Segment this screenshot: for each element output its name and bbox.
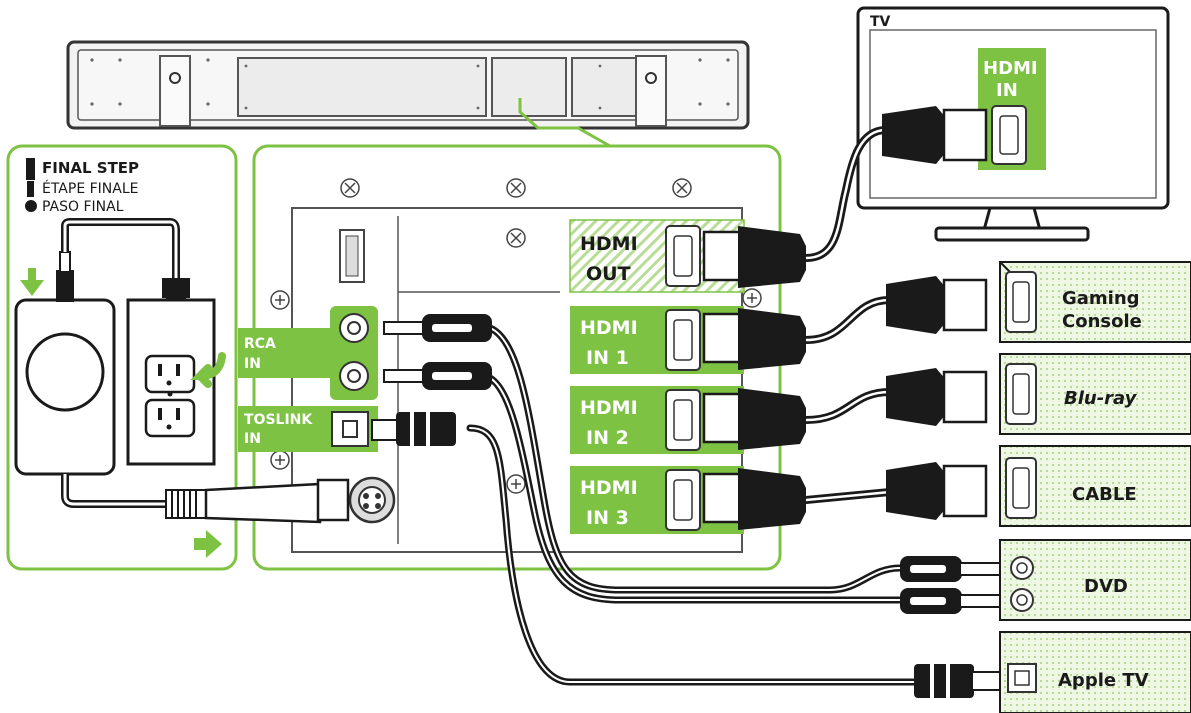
device-cable: CABLE <box>999 445 1191 527</box>
hdmi-out-label-2: OUT <box>586 263 631 285</box>
toslink-in-label-2: IN <box>244 431 261 447</box>
wall-outlet-icon <box>126 298 216 466</box>
hdmi-out-label-1: HDMI <box>580 233 638 255</box>
arrow-plug-in-icon <box>190 352 226 388</box>
tv-title: TV <box>870 14 891 30</box>
rca-in-label-2: IN <box>244 356 261 372</box>
tv-hdmi-in-label-2: IN <box>996 80 1018 101</box>
device-dvd: DVD <box>999 539 1191 621</box>
usb-port-icon <box>339 229 365 283</box>
final-step-fr: ÉTAPE FINALE <box>42 180 139 197</box>
arrow-down-icon <box>20 268 44 296</box>
rca-in-label-1: RCA <box>244 336 276 352</box>
apple-tv-label: Apple TV <box>1058 670 1149 691</box>
optical-port-icon <box>1007 663 1037 693</box>
callout-line <box>518 98 611 148</box>
bluray-label: Blu-ray <box>1064 388 1138 409</box>
cables <box>466 126 924 686</box>
rca-jack-icon <box>383 314 1001 614</box>
toslink-in-port: TOSLINK IN <box>238 406 378 452</box>
hdmi-in-1-label-1: HDMI <box>580 317 638 339</box>
soundbar-rear-view <box>66 40 750 130</box>
hdmi-plug-icon <box>882 106 988 520</box>
cable-label: CABLE <box>1072 484 1137 505</box>
device-gaming-console: Gaming Console <box>999 261 1191 343</box>
hdmi-in-2-label-1: HDMI <box>580 397 638 419</box>
final-step-es: PASO FINAL <box>42 199 124 215</box>
rca-in-port: RCA IN <box>238 306 378 400</box>
final-step-panel: FINAL STEP ÉTAPE FINALE PASO FINAL <box>6 144 238 571</box>
toslink-in-label-1: TOSLINK <box>244 412 313 428</box>
hdmi-in-3-label-2: IN 3 <box>586 507 629 529</box>
hdmi-in-1-label-2: IN 1 <box>586 347 629 369</box>
power-adapter-icon <box>14 218 190 508</box>
device-apple-tv: Apple TV <box>999 631 1191 713</box>
hdmi-in-3-label-1: HDMI <box>580 477 638 499</box>
final-step-en: FINAL STEP <box>42 159 139 177</box>
soundbar-detail-panel: RCA IN TOSLINK IN HDMI OUT HDMI IN 1 <box>204 144 782 571</box>
tv-hdmi-in-label-1: HDMI <box>983 58 1038 79</box>
gaming-label-2: Console <box>1062 311 1142 332</box>
hdmi-plug-icon <box>702 226 806 530</box>
device-bluray: Blu-ray <box>999 353 1191 435</box>
dc-power-jack-icon <box>348 476 396 524</box>
optical-plug-icon <box>371 412 1001 698</box>
gaming-label-1: Gaming <box>1062 288 1140 309</box>
hdmi-in-2-label-2: IN 2 <box>586 427 629 449</box>
dvd-label: DVD <box>1084 576 1128 597</box>
arrow-right-icon <box>194 530 222 558</box>
